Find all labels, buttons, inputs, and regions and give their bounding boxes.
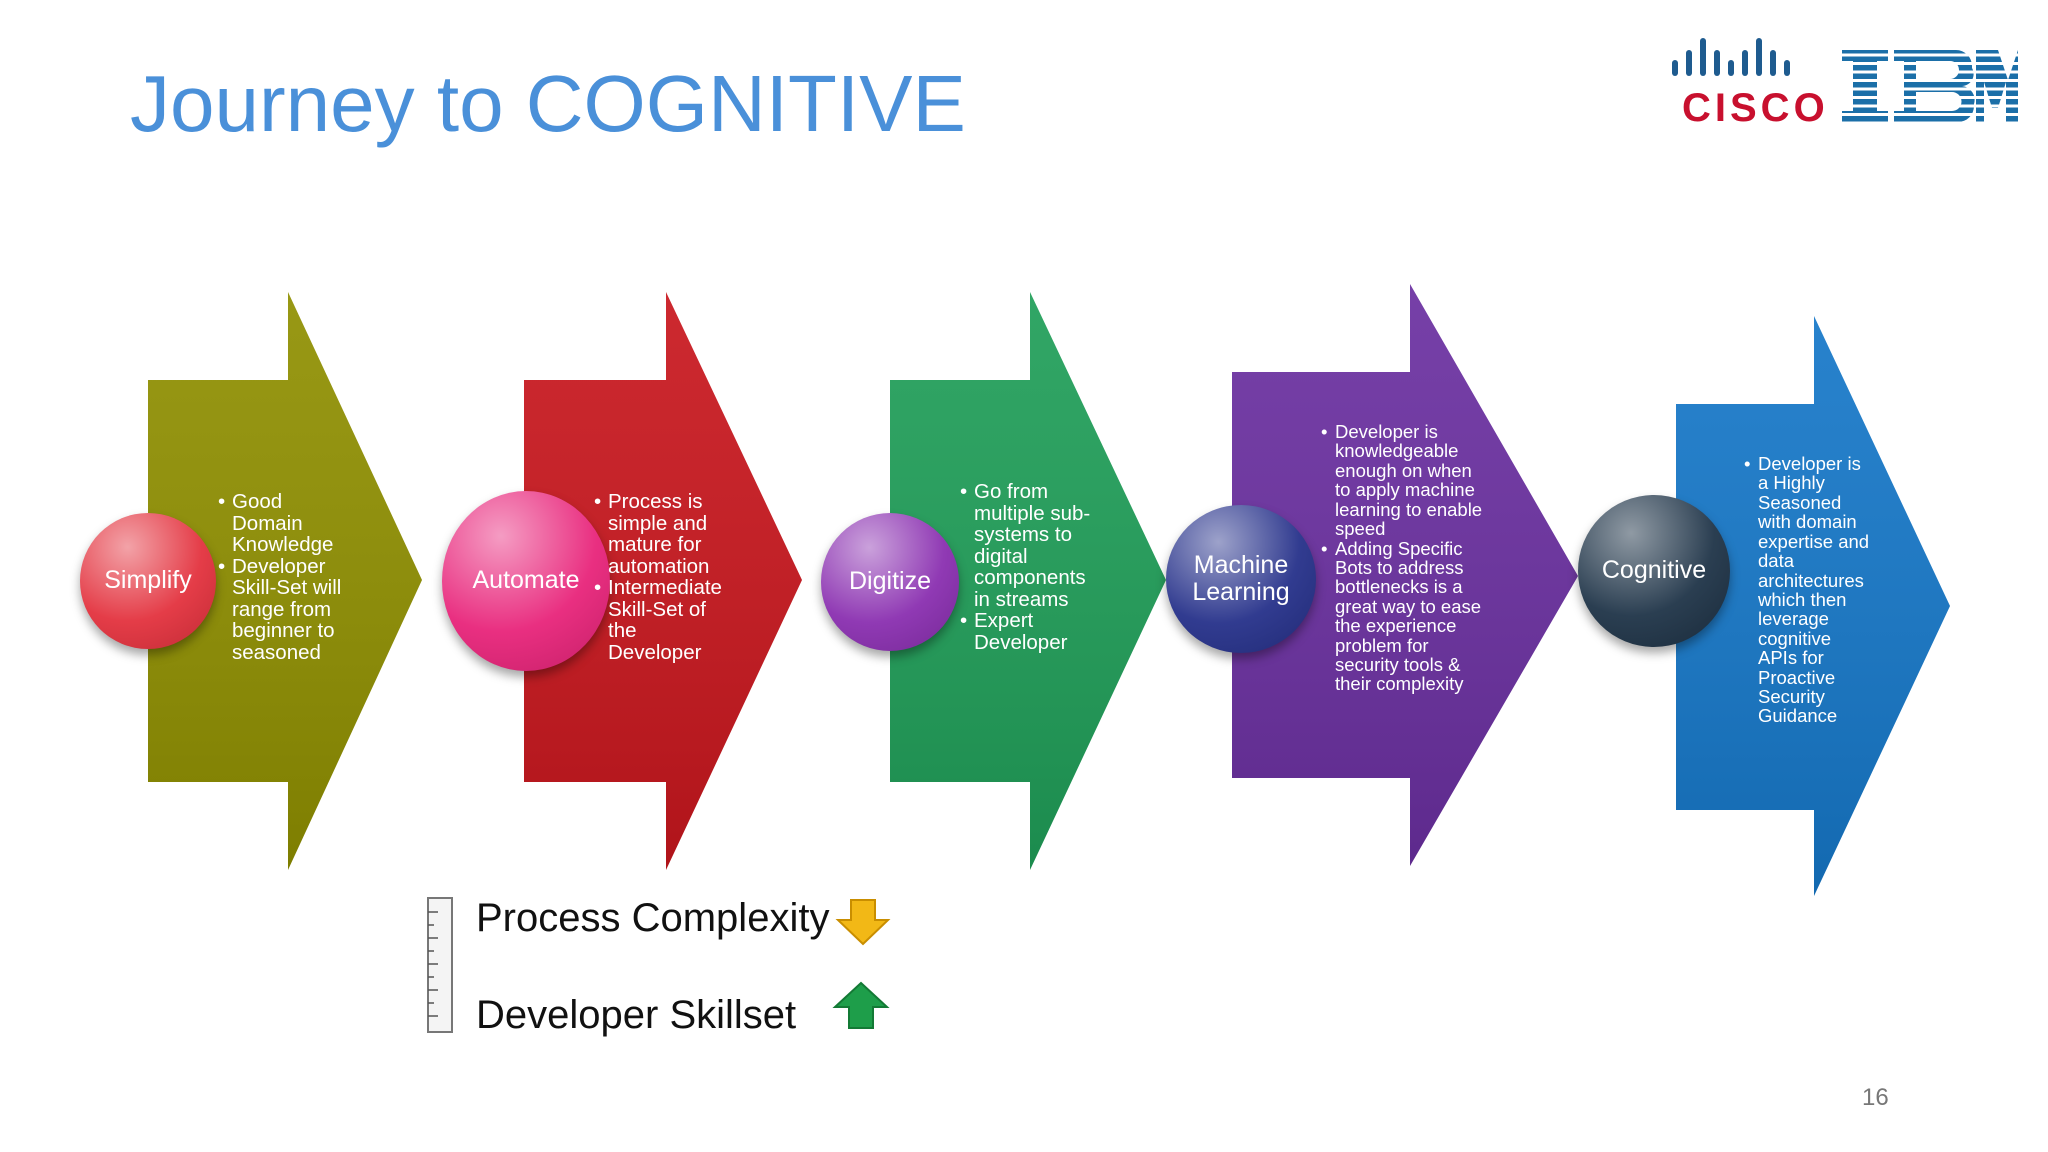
logo-area: CISCO: [1660, 38, 2020, 138]
ibm-logo: [1842, 50, 2018, 122]
stage-bullet: Developer is a Highly Seasoned with doma…: [1744, 454, 1874, 726]
stage-bullet: Adding Specific Bots to address bottlene…: [1321, 538, 1491, 694]
stage-text-machine-learning: Developer is knowledgeable enough on whe…: [1321, 422, 1491, 694]
stage-label: Simplify: [104, 566, 192, 595]
stage-label: Digitize: [849, 567, 931, 596]
arrow-down-icon: [835, 899, 891, 946]
stage-circle-cognitive: Cognitive: [1578, 495, 1730, 647]
arrow-up-icon: [832, 981, 890, 1029]
stage-bullet: Go from multiple sub-systems to digital …: [960, 481, 1095, 610]
stage-circle-machine-learning: Machine Learning: [1166, 505, 1316, 653]
slide-title: Journey to COGNITIVE: [130, 59, 966, 148]
stage-circle-automate: Automate: [442, 491, 610, 671]
legend-label-process-complexity: Process Complexity: [476, 896, 830, 940]
cisco-logo-text: CISCO: [1682, 86, 1829, 130]
stage-text-cognitive: Developer is a Highly Seasoned with doma…: [1744, 454, 1874, 726]
stage-bullet: Developer is knowledgeable enough on whe…: [1321, 422, 1491, 539]
legend-ruler-icon: [427, 897, 453, 1033]
stage-label: Machine Learning: [1192, 550, 1290, 606]
stage-bullet: Expert Developer: [960, 610, 1095, 653]
stage-label: Cognitive: [1601, 556, 1707, 585]
cisco-logo-bars: [1672, 38, 1790, 76]
stage-circle-simplify: Simplify: [80, 513, 216, 649]
stage-bullet: Developer Skill-Set will range from begi…: [218, 555, 358, 664]
stage-text-simplify: Good Domain Knowledge Developer Skill-Se…: [218, 491, 358, 663]
stage-bullet: Intermediate Skill-Set of the Developer: [594, 577, 732, 663]
stage-circle-digitize: Digitize: [821, 513, 959, 651]
stage-bullet: Process is simple and mature for automat…: [594, 491, 732, 577]
stage-text-digitize: Go from multiple sub-systems to digital …: [960, 481, 1095, 653]
stage-bullet: Good Domain Knowledge: [218, 491, 358, 556]
page-number: 16: [1862, 1084, 1889, 1111]
stage-label: Automate: [472, 566, 580, 595]
stage-text-automate: Process is simple and mature for automat…: [594, 491, 732, 663]
legend-label-developer-skillset: Developer Skillset: [476, 993, 797, 1037]
